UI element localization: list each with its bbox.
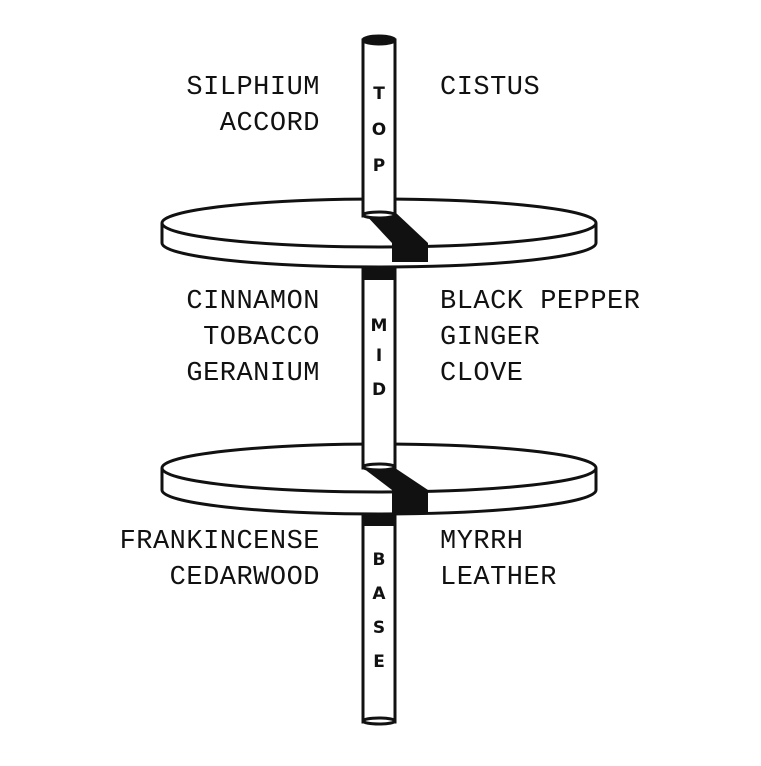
- note-text: CISTUS: [440, 73, 541, 103]
- mid-notes-left: CINNAMON TOBACCO GERANIUM: [186, 284, 320, 392]
- base-notes-right: MYRRH LEATHER: [440, 524, 557, 596]
- tier-label-mid: M I D: [370, 316, 388, 400]
- note-text: GINGER: [440, 323, 541, 353]
- note-text: CLOVE: [440, 359, 524, 389]
- mid-notes-right: BLACK PEPPER GINGER CLOVE: [440, 284, 640, 392]
- base-notes-left: FRANKINCENSE CEDARWOOD: [120, 524, 320, 596]
- tube-base-shadow: [363, 516, 395, 526]
- note-text: TOBACCO: [203, 323, 320, 353]
- top-notes-right: CISTUS: [440, 70, 540, 106]
- tier-label-top: T O P: [371, 84, 387, 176]
- note-text: CINNAMON: [186, 287, 320, 317]
- lower-disc: [160, 442, 598, 516]
- note-text: FRANKINCENSE: [119, 527, 320, 557]
- note-text: MYRRH: [440, 527, 524, 557]
- note-text: LEATHER: [440, 563, 557, 593]
- top-notes-left: SILPHIUM ACCORD: [186, 70, 320, 142]
- tube-top-cap: [361, 34, 397, 46]
- note-text: SILPHIUM: [186, 73, 320, 103]
- note-text: BLACK PEPPER: [440, 287, 641, 317]
- tier-label-base: B A S E: [372, 550, 386, 672]
- note-text: ACCORD: [219, 109, 320, 139]
- tube-mid-shadow: [363, 268, 395, 280]
- note-text: GERANIUM: [186, 359, 320, 389]
- note-text: CEDARWOOD: [169, 563, 320, 593]
